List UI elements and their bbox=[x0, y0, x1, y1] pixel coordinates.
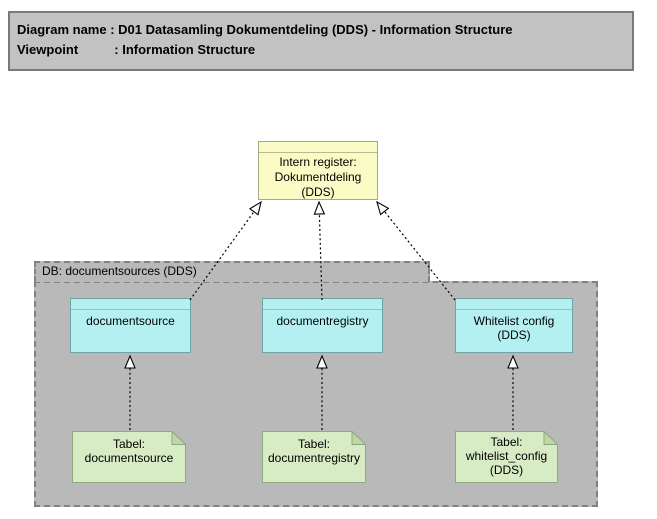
entity-label: Whitelist config (DDS) bbox=[473, 314, 555, 342]
grouping-db-documentsources-tab[interactable]: DB: documentsources (DDS) bbox=[34, 261, 430, 282]
note-label: Tabel: documentregistry bbox=[267, 437, 361, 465]
business-object-label: Intern register: Dokumentdeling (DDS) bbox=[274, 155, 362, 199]
note-label: Tabel: documentsource bbox=[84, 437, 174, 465]
entity-documentsource[interactable]: documentsource bbox=[70, 298, 191, 353]
entity-title-strip bbox=[71, 299, 190, 310]
entity-documentregistry[interactable]: documentregistry bbox=[262, 298, 383, 353]
object-title-strip bbox=[259, 142, 377, 153]
diagram-name-line: Diagram name : D01 Datasamling Dokumentd… bbox=[17, 22, 513, 37]
entity-whitelist-config[interactable]: Whitelist config (DDS) bbox=[455, 298, 573, 353]
note-shape-icon bbox=[72, 431, 186, 483]
note-shape-icon bbox=[455, 431, 558, 483]
note-shape-icon bbox=[262, 431, 366, 483]
entity-label: documentregistry bbox=[276, 314, 369, 328]
grouping-label: DB: documentsources (DDS) bbox=[42, 264, 197, 278]
note-tabel-documentregistry[interactable]: Tabel: documentregistry bbox=[262, 431, 366, 483]
note-tabel-whitelist-config[interactable]: Tabel: whitelist_config (DDS) bbox=[455, 431, 558, 483]
entity-title-strip bbox=[263, 299, 382, 310]
viewpoint-line: Viewpoint : Information Structure bbox=[17, 42, 256, 57]
entity-label: documentsource bbox=[86, 314, 175, 328]
note-label: Tabel: whitelist_config (DDS) bbox=[465, 435, 548, 477]
note-tabel-documentsource[interactable]: Tabel: documentsource bbox=[72, 431, 186, 483]
diagram-header-note[interactable]: Diagram name : D01 Datasamling Dokumentd… bbox=[8, 11, 634, 71]
entity-title-strip bbox=[456, 299, 572, 310]
business-object-intern-register[interactable]: Intern register: Dokumentdeling (DDS) bbox=[258, 141, 378, 200]
